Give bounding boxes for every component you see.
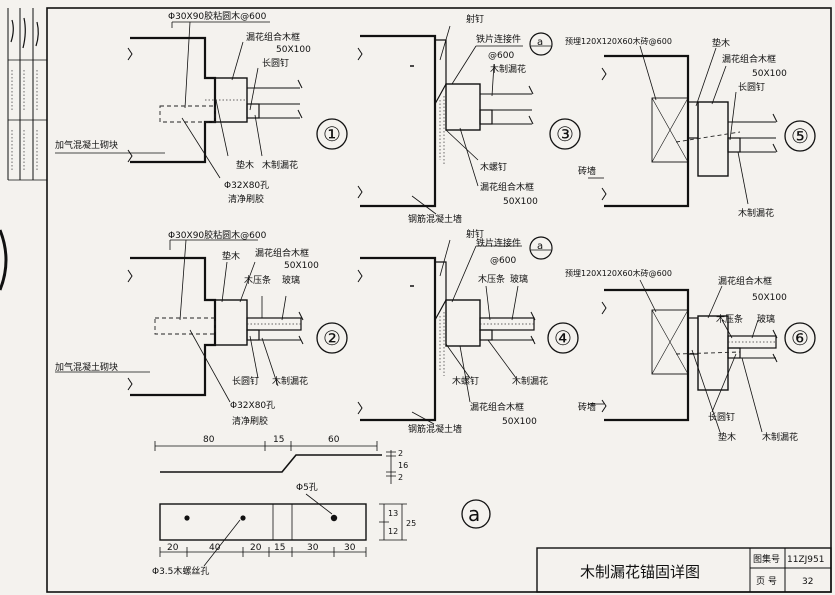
da-dim-bot-3: 20 (250, 543, 262, 553)
detail-5 (588, 45, 816, 208)
da-dim-bot-5: 30 (307, 543, 319, 553)
atlas-number: 11ZJ951 (787, 555, 824, 565)
da-dim-bot-1: 20 (167, 543, 179, 553)
d6-nail-label: 长圆钉 (708, 411, 735, 423)
da-dim-side-top-3: 2 (398, 473, 403, 482)
detail-4 (357, 236, 579, 425)
d5-frame-label: 漏花组合木框 (722, 53, 776, 65)
d2-glue-label: 清净刷胶 (232, 415, 268, 427)
d3-wall-label: 钢筋混凝土墙 (408, 213, 462, 225)
d5-frame-size: 50X100 (752, 69, 787, 79)
d2-frame-size: 50X100 (284, 261, 319, 271)
d1-glue-label: 清净刷胶 (228, 193, 264, 205)
d3-screw-label: 木螺钉 (480, 161, 507, 173)
d6-wall-label: 砖墙 (578, 401, 596, 413)
d2-frame-label: 漏花组合木框 (255, 247, 309, 259)
atlas-label: 图集号 (753, 553, 780, 565)
d6-frame-label: 漏花组合木框 (718, 275, 772, 287)
d4-glass-label: 玻璃 (510, 273, 528, 285)
d2-dowel-label: Φ30X90胶粘圆木@600 (168, 229, 267, 241)
d3-frame-label: 漏花组合木框 (480, 181, 534, 193)
da-dim-bot-4: 15 (274, 543, 285, 553)
approval-strip (0, 8, 47, 291)
page-label: 页 号 (756, 576, 777, 587)
d3-plate-label: 铁片连接件 (476, 33, 521, 45)
d4-screw-label: 木螺钉 (452, 375, 479, 387)
d4-spacing: @600 (490, 256, 516, 266)
da-dim-bot-6: 30 (344, 543, 356, 553)
d1-dowel-label: Φ30X90胶粘圆木@600 (168, 10, 267, 22)
d3-lattice-label: 木制漏花 (490, 63, 526, 75)
d4-ref: a (537, 241, 543, 252)
title-text: 木制漏花锚固详图 (580, 563, 700, 581)
d4-frame-label: 漏花组合木框 (470, 401, 524, 413)
d5-brick-label: 预埋120X120X60木砖@600 (565, 36, 672, 46)
d4-lattice-label: 木制漏花 (512, 375, 548, 387)
d6-strip-label: 木压条 (716, 313, 743, 325)
d1-lattice-label: 木制漏花 (262, 159, 298, 171)
d3-frame-size: 50X100 (503, 197, 538, 207)
d2-wall-label: 加气混凝土砌块 (55, 361, 118, 373)
d6-number: ⑥ (791, 326, 809, 350)
sheet-border (46, 7, 832, 593)
d2-lattice-label: 木制漏花 (272, 375, 308, 387)
d4-number: ④ (554, 326, 572, 350)
d6-pad-label: 垫木 (718, 431, 736, 443)
d1-wall-label: 加气混凝土砌块 (55, 139, 118, 151)
d4-wall-label: 钢筋混凝土墙 (408, 423, 462, 435)
d5-lattice-label: 木制漏花 (738, 207, 774, 219)
da-hole5-label: Φ5孔 (296, 482, 318, 493)
d2-glass-label: 玻璃 (282, 274, 300, 286)
da-dim-top-2: 15 (273, 435, 284, 445)
da-dim-side-3: 25 (406, 519, 416, 528)
d3-shot-label: 射钉 (466, 13, 484, 25)
detail-1 (55, 21, 348, 179)
da-dim-top-1: 80 (203, 435, 215, 445)
d6-lattice-label: 木制漏花 (762, 431, 798, 443)
d4-shot-label: 射钉 (466, 228, 484, 240)
d2-hole-label: Φ32X80孔 (230, 400, 275, 411)
d6-frame-size: 50X100 (752, 293, 787, 303)
d4-strip-label: 木压条 (478, 273, 505, 285)
d1-pad-label: 垫木 (236, 159, 254, 171)
title-block (536, 547, 832, 593)
detail-a (154, 441, 491, 567)
d1-frame-label: 漏花组合木框 (246, 31, 300, 43)
d1-number: ① (323, 122, 341, 146)
da-ref: a (468, 502, 480, 526)
d5-pad-label: 垫木 (712, 37, 730, 49)
d6-brick-label: 预埋120X120X60木砖@600 (565, 268, 672, 278)
page-number: 32 (802, 577, 813, 587)
da-dim-top-3: 60 (328, 435, 340, 445)
d3-spacing: @600 (488, 51, 514, 61)
d2-pad-label: 垫木 (222, 250, 240, 262)
da-dim-side-2: 12 (388, 527, 398, 536)
da-dim-bot-2: 40 (209, 543, 221, 553)
da-screw-hole-label: Φ3.5木螺丝孔 (152, 565, 209, 577)
d1-frame-size: 50X100 (276, 45, 311, 55)
detail-2 (55, 239, 348, 403)
detail-6 (588, 279, 816, 433)
d6-glass-label: 玻璃 (757, 313, 775, 325)
d5-number: ⑤ (791, 124, 809, 148)
d1-nail-label: 长圆钉 (262, 57, 289, 69)
da-dim-side-top-1: 2 (398, 449, 403, 458)
d4-plate-label: 铁片连接件 (476, 237, 521, 249)
d3-ref: a (537, 37, 543, 48)
d4-frame-size: 50X100 (502, 417, 537, 427)
d3-number: ③ (556, 122, 574, 146)
d1-hole-label: Φ32X80孔 (224, 180, 269, 191)
d2-number: ② (323, 326, 341, 350)
d2-nail-label: 长圆钉 (232, 375, 259, 387)
da-dim-side-1: 13 (388, 509, 398, 518)
d5-wall-label: 砖墙 (578, 165, 596, 177)
detail-3 (357, 25, 581, 215)
da-dim-side-top-2: 16 (398, 461, 408, 470)
d5-nail-label: 长圆钉 (738, 81, 765, 93)
d2-strip-label: 木压条 (244, 274, 271, 286)
